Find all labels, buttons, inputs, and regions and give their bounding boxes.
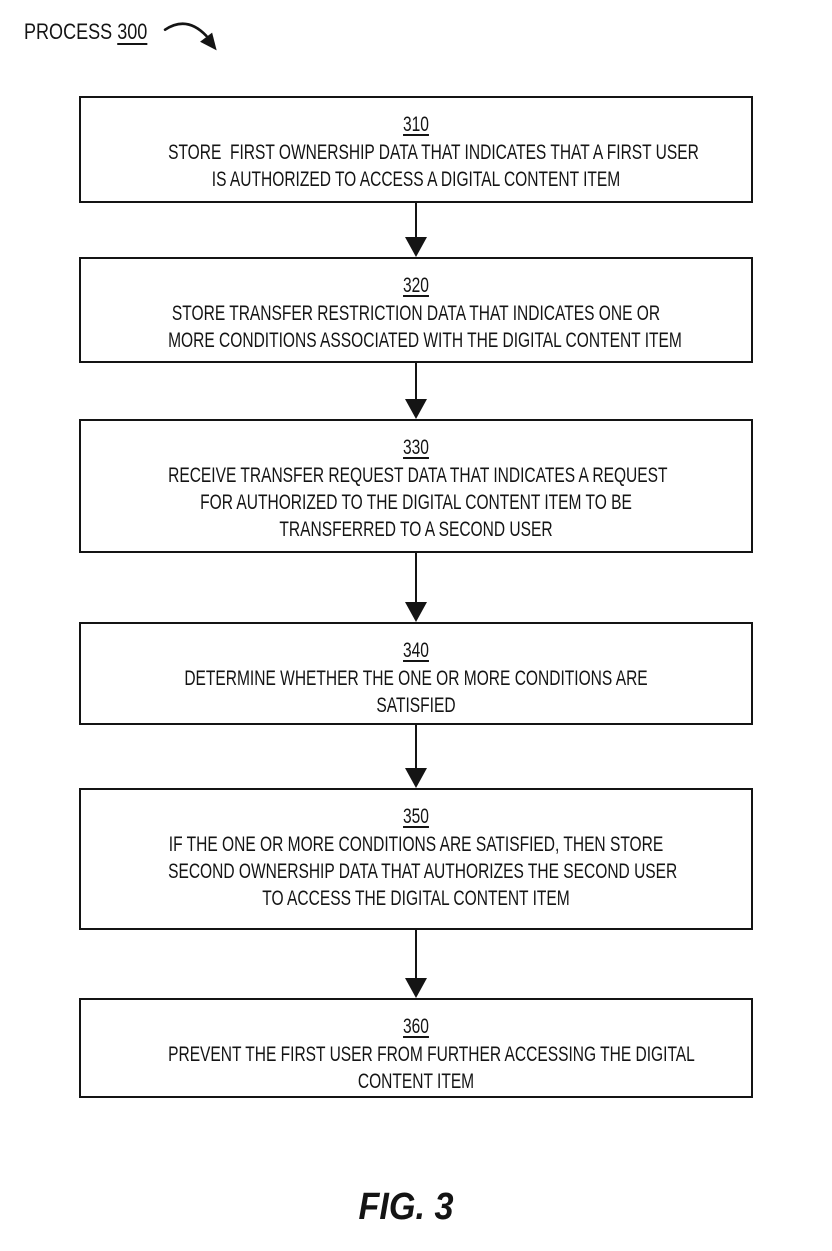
- arrow-head: [405, 237, 427, 257]
- step-number: 340: [403, 639, 429, 662]
- figure-caption: FIG. 3: [358, 1186, 454, 1228]
- down-arrow-icon: [78, 930, 754, 998]
- process-label-text: PROCESS: [24, 19, 118, 44]
- process-label-number: 300: [117, 19, 148, 44]
- down-arrow-icon: [78, 725, 754, 788]
- arrow-shaft: [415, 725, 417, 769]
- step-text-line: IS AUTHORIZED TO ACCESS A DIGITAL CONTEN…: [211, 168, 621, 191]
- step-text-line: IF THE ONE OR MORE CONDITIONS ARE SATISF…: [168, 833, 664, 856]
- step-text-line: SATISFIED: [376, 694, 456, 717]
- down-arrow-icon: [78, 363, 754, 419]
- step-number: 330: [403, 436, 429, 459]
- flow-step-box-330: 330 RECEIVE TRANSFER REQUEST DATA THAT I…: [79, 419, 753, 553]
- arrow-shaft: [415, 203, 417, 238]
- step-number: 360: [403, 1015, 429, 1038]
- down-arrow-icon: [78, 203, 754, 257]
- step-text-line: DETERMINE WHETHER THE ONE OR MORE CONDIT…: [184, 667, 648, 690]
- arrow-shaft: [415, 363, 417, 400]
- process-label: PROCESS 300: [24, 20, 147, 44]
- step-text-line: FOR AUTHORIZED TO THE DIGITAL CONTENT IT…: [200, 491, 632, 514]
- step-text-line: CONTENT ITEM: [357, 1070, 475, 1093]
- swoosh-arrow-icon: [163, 22, 217, 51]
- step-text-line: TRANSFERRED TO A SECOND USER: [279, 518, 553, 541]
- down-arrow-icon: [78, 553, 754, 622]
- arrow-head: [405, 978, 427, 998]
- flow-step-box-340: 340 DETERMINE WHETHER THE ONE OR MORE CO…: [79, 622, 753, 725]
- step-text-line: PREVENT THE FIRST USER FROM FURTHER ACCE…: [168, 1043, 695, 1066]
- flow-step-box-350: 350 IF THE ONE OR MORE CONDITIONS ARE SA…: [79, 788, 753, 930]
- step-text-line: STORE FIRST OWNERSHIP DATA THAT INDICATE…: [168, 141, 699, 164]
- arrow-shaft: [415, 553, 417, 603]
- step-number: 320: [403, 274, 429, 297]
- step-number: 310: [403, 113, 429, 136]
- arrow-shaft: [415, 930, 417, 979]
- step-number: 350: [403, 805, 429, 828]
- step-text-line: SECOND OWNERSHIP DATA THAT AUTHORIZES TH…: [168, 860, 678, 883]
- step-text-line: TO ACCESS THE DIGITAL CONTENT ITEM: [262, 887, 570, 910]
- arrow-head: [405, 602, 427, 622]
- arrow-head: [405, 768, 427, 788]
- arrow-head: [405, 399, 427, 419]
- flow-step-box-310: 310 STORE FIRST OWNERSHIP DATA THAT INDI…: [79, 96, 753, 203]
- step-text-line: STORE TRANSFER RESTRICTION DATA THAT IND…: [171, 302, 661, 325]
- step-text-line: MORE CONDITIONS ASSOCIATED WITH THE DIGI…: [168, 329, 682, 352]
- step-text-line: RECEIVE TRANSFER REQUEST DATA THAT INDIC…: [168, 464, 668, 487]
- flow-step-box-320: 320 STORE TRANSFER RESTRICTION DATA THAT…: [79, 257, 753, 363]
- flow-step-box-360: 360 PREVENT THE FIRST USER FROM FURTHER …: [79, 998, 753, 1098]
